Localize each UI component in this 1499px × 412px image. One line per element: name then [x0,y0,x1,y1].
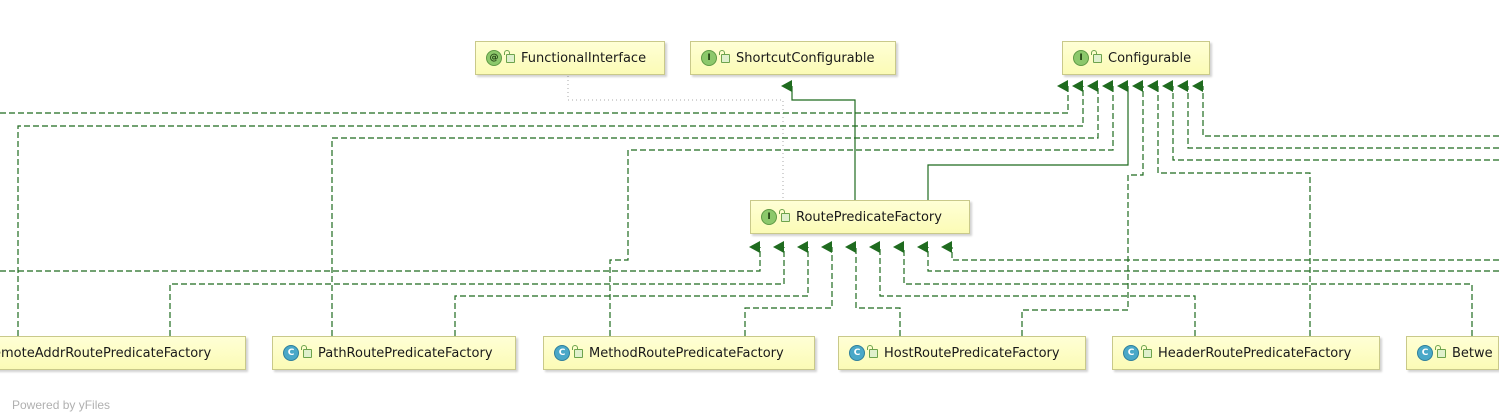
node-label: FunctionalInterface [521,50,647,66]
node-route-predicate-factory[interactable]: I RoutePredicateFactory [750,200,970,234]
node-label: Configurable [1108,50,1192,66]
node-method-route-predicate-factory[interactable]: C MethodRoutePredicateFactory [543,336,815,370]
edge-header-to-configurable [1147,80,1311,336]
edge-rpf-to-configurable [927,80,1129,200]
edge-host-to-configurable [1021,80,1144,336]
node-header-route-predicate-factory[interactable]: C HeaderRoutePredicateFactory [1112,336,1380,370]
node-label: MethodRoutePredicateFactory [589,345,784,361]
node-shortcut-configurable[interactable]: I ShortcutConfigurable [690,41,896,75]
edge-right-a-to-configurable [1162,80,1499,161]
edge-path-to-rpf [454,241,809,336]
edge-right-a-to-rpf [917,241,1499,272]
class-badge-icon: C [1123,345,1139,361]
edge-right-b-to-configurable [1177,80,1499,149]
edge-rpf-to-shortcut [781,80,856,200]
edges-classes-to-rpf [0,241,1499,336]
edge-remoteaddr-to-rpf [169,241,785,336]
edge-method-to-rpf [744,241,833,336]
node-between-route-predicate-factory[interactable]: C Betwe [1406,336,1499,370]
node-host-route-predicate-factory[interactable]: C HostRoutePredicateFactory [838,336,1086,370]
lock-icon [1435,344,1446,358]
edge-header-to-rpf [869,241,1196,336]
interface-badge-icon: I [761,209,777,225]
lock-icon [301,344,312,358]
node-label: HostRoutePredicateFactory [884,345,1060,361]
node-label: ShortcutConfigurable [736,50,875,66]
edge-annotation-functional-interface [567,76,784,200]
class-badge-icon: C [283,345,299,361]
edge-right-b-to-rpf [941,241,1499,261]
interface-badge-icon: I [1073,50,1089,66]
node-label: emoteAddrRoutePredicateFactory [0,345,212,361]
edges-classes-to-configurable [0,80,1499,336]
node-remote-addr-route-predicate-factory[interactable]: emoteAddrRoutePredicateFactory [0,336,246,370]
edge-method-to-configurable [609,80,1114,336]
lock-icon [719,49,730,63]
class-badge-icon: C [849,345,865,361]
lock-icon [1141,344,1152,358]
edge-left-offscreen-to-configurable [0,80,1069,114]
edge-host-to-rpf [845,241,901,336]
node-configurable[interactable]: I Configurable [1062,41,1210,75]
class-badge-icon: C [554,345,570,361]
node-label: PathRoutePredicateFactory [318,345,493,361]
edge-remoteaddr-to-configurable [17,80,1084,336]
lock-icon [867,344,878,358]
node-path-route-predicate-factory[interactable]: C PathRoutePredicateFactory [272,336,516,370]
edge-right-c-to-configurable [1192,80,1499,137]
node-label: HeaderRoutePredicateFactory [1158,345,1352,361]
lock-icon [1091,49,1102,63]
lock-icon [779,208,790,222]
edge-between-to-rpf [893,241,1473,336]
annotation-badge-icon: @ [486,50,502,66]
node-label: RoutePredicateFactory [796,209,942,225]
interface-badge-icon: I [701,50,717,66]
node-functional-interface[interactable]: @ FunctionalInterface [475,41,665,75]
powered-by-footer: Powered by yFiles [12,398,111,412]
lock-icon [504,49,515,63]
class-badge-icon: C [1417,345,1433,361]
node-label: Betwe [1452,345,1493,361]
edge-path-to-configurable [331,80,1099,336]
edge-left-offscreen-to-rpf [0,241,761,272]
lock-icon [572,344,583,358]
